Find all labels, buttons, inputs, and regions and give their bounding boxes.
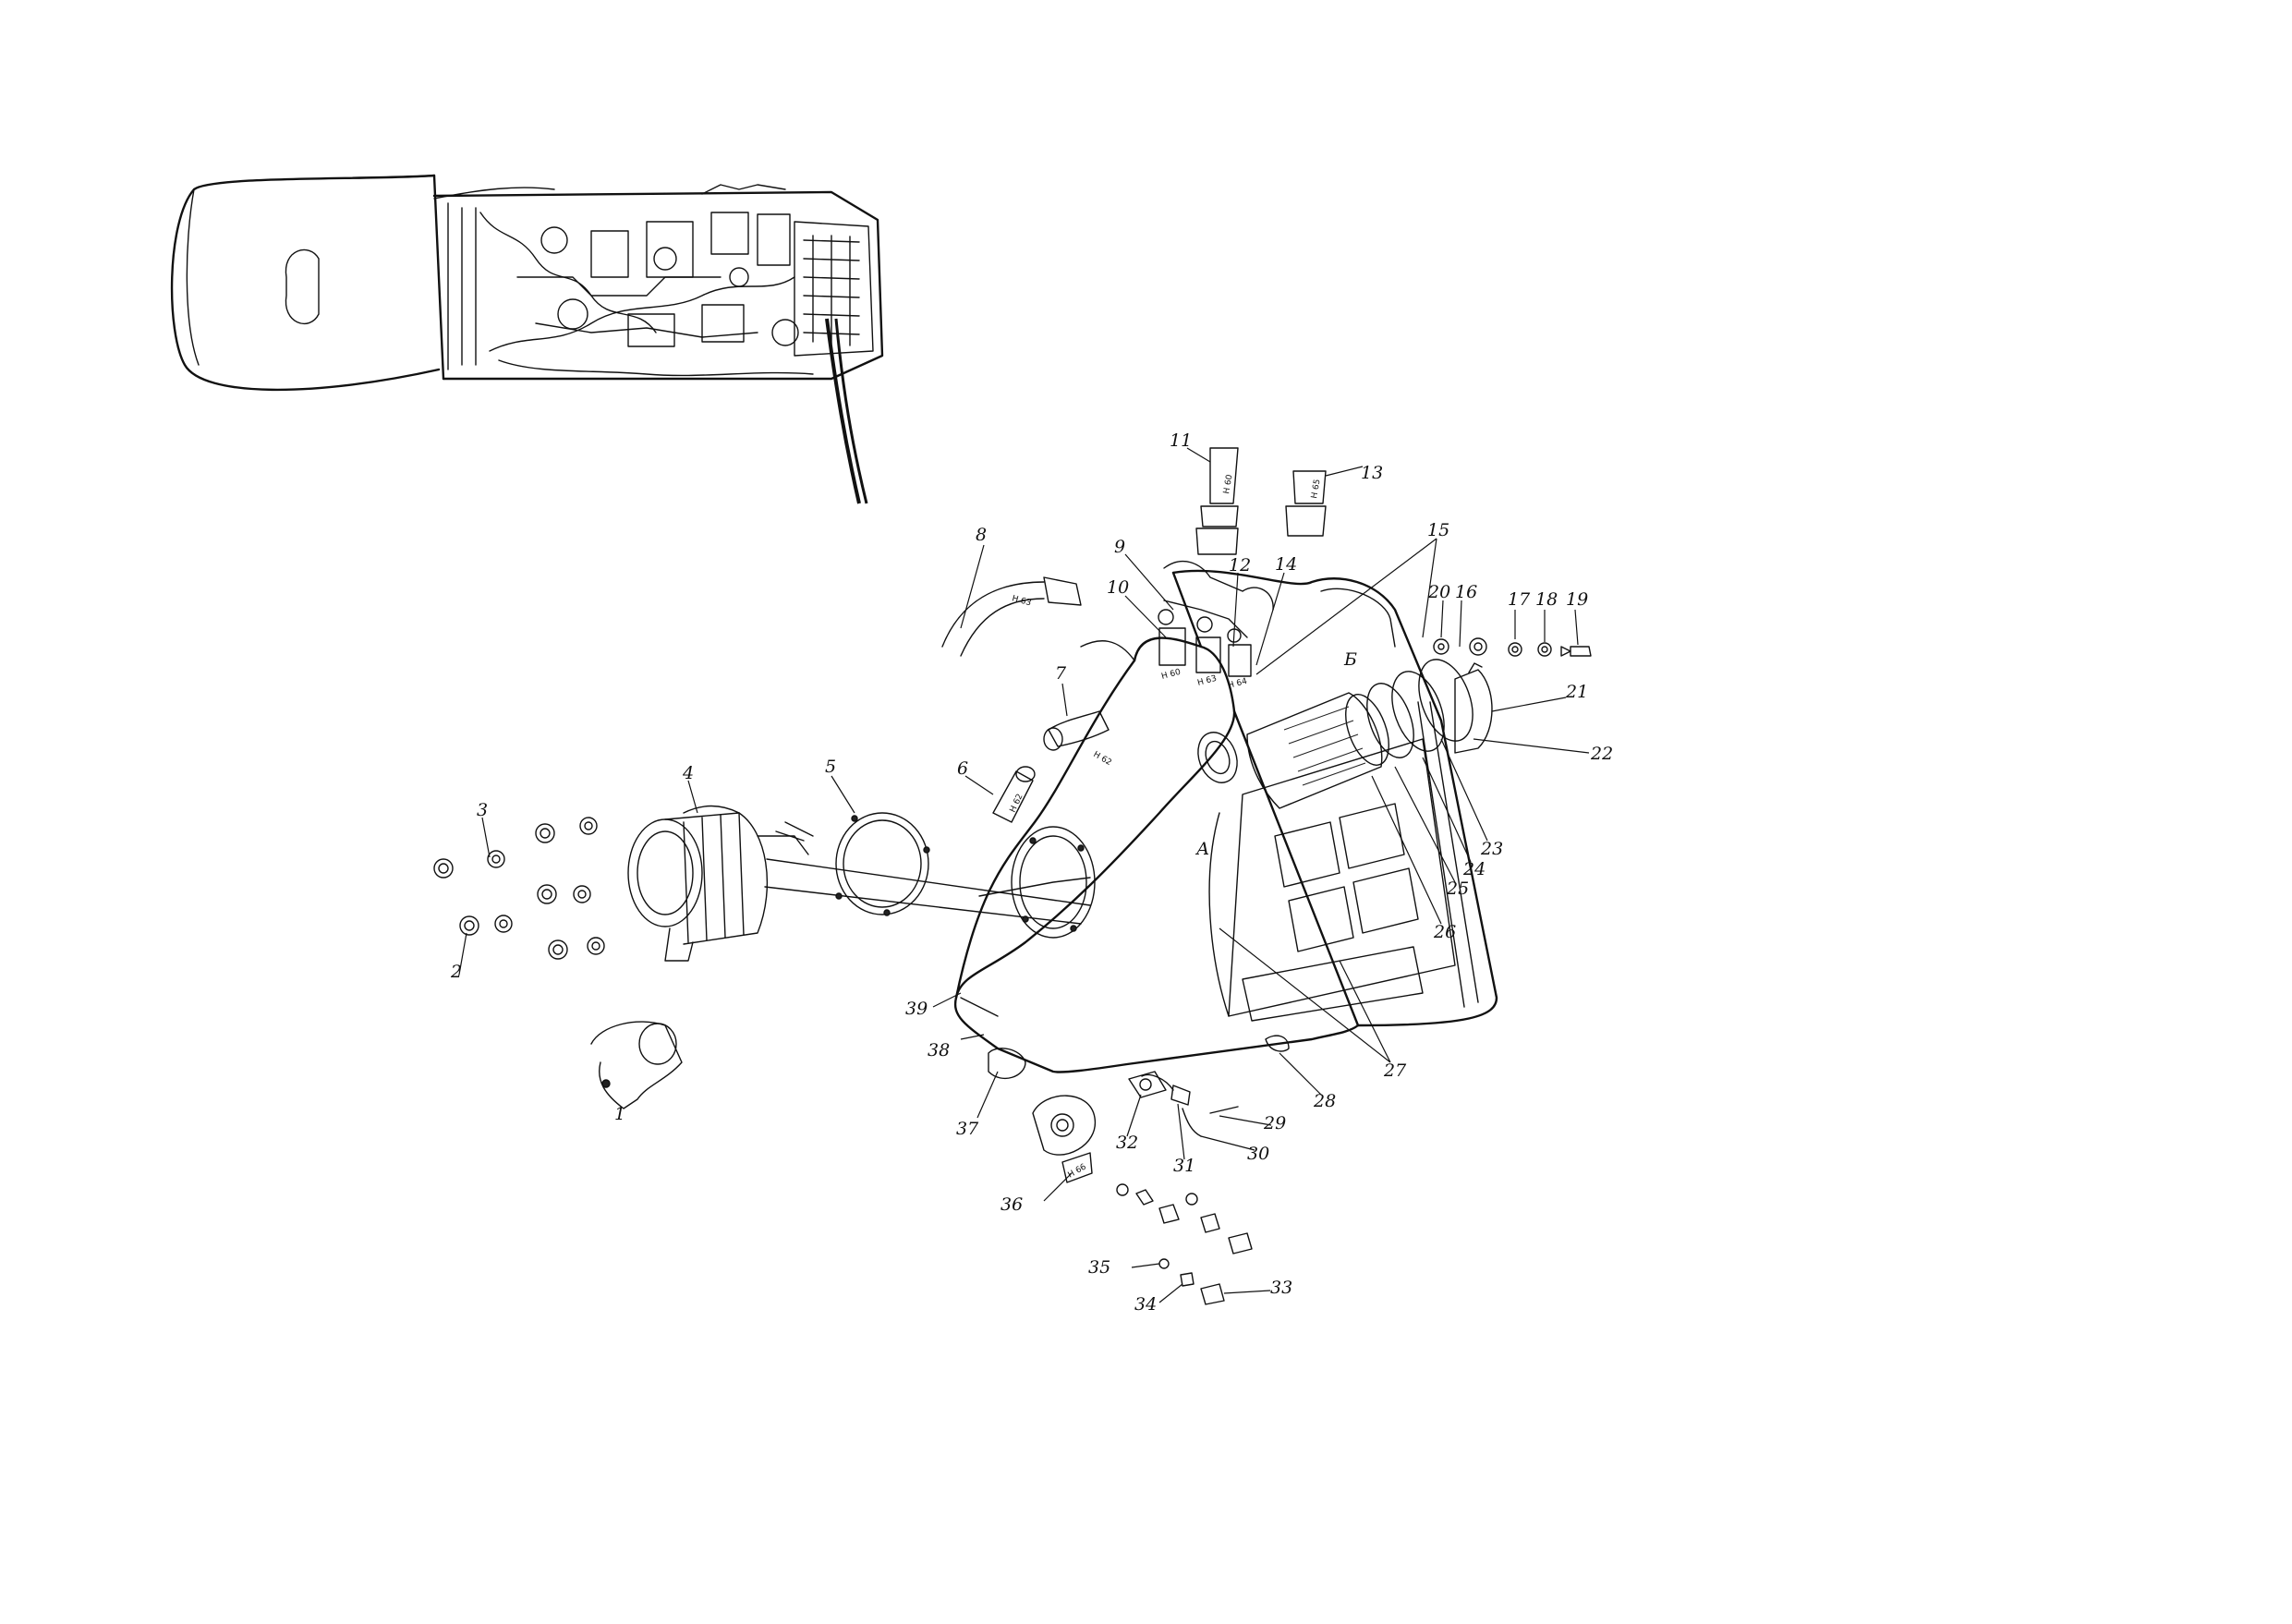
callout-19: 19: [1566, 589, 1588, 610]
marking-part8: Н 63: [1011, 594, 1032, 608]
marking-part11: Н 60: [1222, 474, 1235, 495]
marking-part12: Н 63: [1196, 674, 1218, 688]
callout-37: 37: [956, 1119, 979, 1139]
callout-25: 25: [1446, 879, 1469, 899]
callout-23: 23: [1480, 839, 1503, 859]
callout-22: 22: [1590, 744, 1613, 764]
callout-31: 31: [1173, 1156, 1195, 1176]
callout-13: 13: [1361, 463, 1383, 483]
callout-26: 26: [1433, 922, 1456, 942]
oil-tank-assembly: [953, 560, 1498, 1098]
callout-21: 21: [1565, 682, 1588, 702]
callout-36: 36: [1000, 1194, 1023, 1215]
callout-1: 1: [614, 1104, 625, 1124]
callout-9: 9: [1114, 537, 1125, 557]
callout-14: 14: [1275, 554, 1297, 575]
callout-39: 39: [905, 999, 928, 1019]
callout-4: 4: [682, 763, 694, 783]
callout-30: 30: [1247, 1144, 1269, 1164]
callout-35: 35: [1088, 1257, 1110, 1278]
marking-part14: Н 64: [1227, 677, 1248, 691]
callout-32: 32: [1116, 1133, 1138, 1153]
callout-labels: 1 2 3 4 5 6 7 8 9 10 11 12 13 14 15 16 1…: [450, 430, 1613, 1315]
callout-18: 18: [1535, 589, 1558, 610]
leader-lines: [458, 447, 1590, 1303]
callout-16: 16: [1455, 582, 1477, 602]
callout-28: 28: [1313, 1091, 1336, 1111]
callout-12: 12: [1229, 555, 1251, 576]
callout-2: 2: [450, 962, 462, 982]
callout-29: 29: [1263, 1113, 1286, 1133]
callout-34: 34: [1134, 1294, 1157, 1315]
callout-7: 7: [1055, 663, 1067, 684]
callout-5: 5: [825, 757, 836, 777]
callout-3: 3: [477, 800, 488, 820]
callout-6: 6: [957, 758, 968, 779]
marking-part36: Н 66: [1067, 1162, 1088, 1180]
hardware-small-parts: [433, 447, 1592, 1305]
marking-part13: Н 65: [1310, 479, 1323, 500]
callout-33: 33: [1270, 1278, 1292, 1298]
callout-8: 8: [976, 525, 987, 545]
callout-17: 17: [1508, 589, 1531, 610]
callout-11: 11: [1170, 430, 1192, 451]
marking-part7: Н 62: [1092, 750, 1113, 768]
marking-part10: Н 60: [1160, 668, 1182, 682]
pump-assembly: [627, 805, 1096, 962]
callout-10: 10: [1107, 577, 1129, 598]
callout-20: 20: [1427, 582, 1450, 602]
view-marker-b: Б: [1343, 649, 1357, 670]
engine-overview-drawing: [170, 174, 884, 504]
callout-38: 38: [928, 1040, 950, 1060]
view-marker-a: А: [1195, 839, 1209, 859]
callout-27: 27: [1383, 1060, 1407, 1081]
callout-24: 24: [1462, 859, 1486, 879]
marking-part6: Н 62: [1009, 793, 1025, 814]
callout-15: 15: [1427, 520, 1449, 540]
